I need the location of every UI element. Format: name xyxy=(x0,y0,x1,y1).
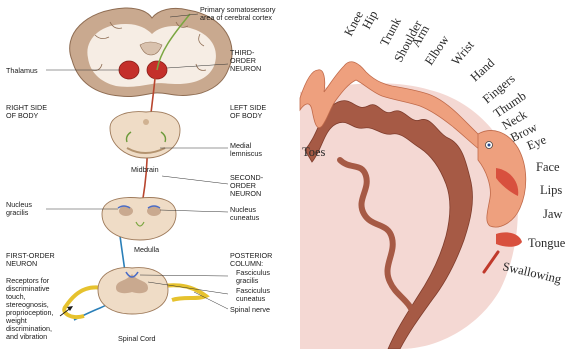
medulla-label: Medulla xyxy=(134,245,159,254)
homunculus-label-swallowing: Swallowing xyxy=(501,259,563,286)
thalamus-label: Thalamus xyxy=(6,66,38,75)
homunculus-label-toes: Toes xyxy=(302,145,326,159)
spinal-nerve-label: Spinal nerve xyxy=(230,305,270,314)
receptors-label: Receptors for discriminative touch, ster… xyxy=(5,276,56,341)
midbrain-section xyxy=(110,112,180,158)
homunculus-label-jaw: Jaw xyxy=(543,207,562,221)
spinal-cord-label: Spinal Cord xyxy=(118,334,156,343)
tongue-figure xyxy=(496,232,522,246)
homunculus-label-hand: Hand xyxy=(468,55,498,84)
homunculus-label-face: Face xyxy=(536,160,560,174)
sensory-homunculus: Knee Hip Trunk Shoulder Arm Elbow Wrist … xyxy=(300,8,566,349)
midbrain-label: Midbrain xyxy=(131,165,159,174)
homunculus-label-lips: Lips xyxy=(540,183,562,197)
homunculus-label-tongue: Tongue xyxy=(528,236,566,250)
medulla-section xyxy=(102,198,176,240)
thalamus-right xyxy=(119,61,139,79)
homunculus-label-wrist: Wrist xyxy=(449,38,478,68)
spinal-cord-section xyxy=(64,268,206,317)
homunculus-label-hip: Hip xyxy=(359,8,380,31)
